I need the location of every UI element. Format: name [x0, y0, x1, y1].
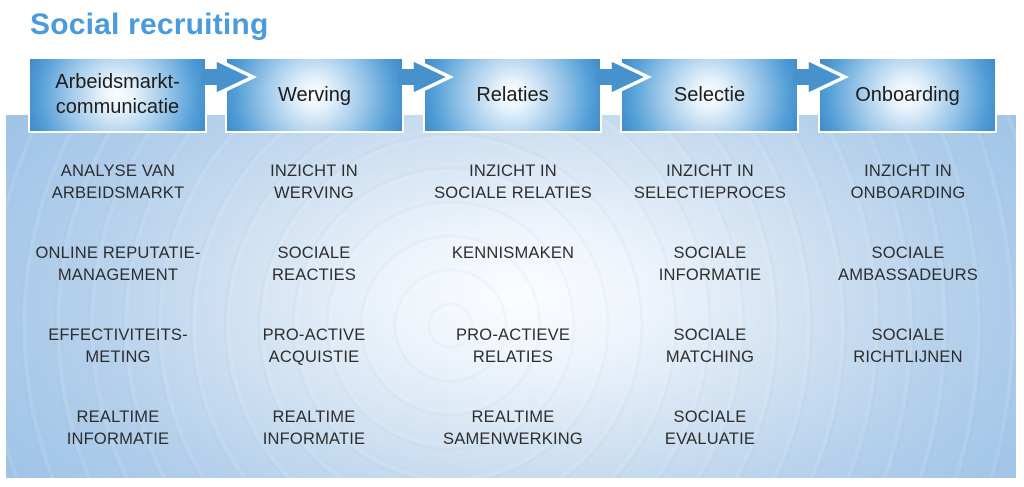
flow-arrow-icon [201, 57, 257, 97]
list-item: REALTIME INFORMATIE [66, 408, 170, 448]
list-item: PRO-ACTIVE ACQUISTIE [262, 326, 366, 366]
list-item: INZICHT IN SOCIALE RELATIES [434, 162, 592, 202]
list-item: ANALYSE VAN ARBEIDSMARKT [51, 162, 185, 202]
stage-column-arbeidsmarktcommunicatie: ANALYSE VAN ARBEIDSMARKT ONLINE REPUTATI… [13, 158, 223, 486]
list-item: REALTIME SAMENWERKING [443, 408, 583, 448]
list-item: KENNISMAKEN [451, 244, 575, 262]
list-item: INZICHT IN ONBOARDING [850, 162, 966, 202]
list-item: SOCIALE REACTIES [271, 244, 357, 284]
stage-box-selectie: Selectie [620, 57, 799, 133]
stage-box-werving: Werving [225, 57, 404, 133]
stage-column-selectie: INZICHT IN SELECTIEPROCES SOCIALE INFORM… [605, 158, 815, 486]
list-item: PRO-ACTIEVE RELATIES [455, 326, 571, 366]
stage-box-onboarding: Onboarding [818, 57, 997, 133]
list-item: INZICHT IN SELECTIEPROCES [633, 162, 787, 202]
list-item: INZICHT IN WERVING [270, 162, 358, 202]
stage-column-onboarding: INZICHT IN ONBOARDING SOCIALE AMBASSADEU… [803, 158, 1013, 486]
list-item: SOCIALE RICHTLIJNEN [853, 326, 963, 366]
list-item: REALTIME INFORMATIE [262, 408, 366, 448]
flow-arrow-icon [398, 57, 454, 97]
stage-label: Arbeidsmarkt- [55, 71, 180, 93]
flow-arrow-icon [596, 57, 652, 97]
stage-column-werving: INZICHT IN WERVING SOCIALE REACTIES PRO-… [209, 158, 419, 486]
stage-label: Relaties [476, 83, 549, 106]
stage-column-relaties: INZICHT IN SOCIALE RELATIES KENNISMAKEN … [408, 158, 618, 486]
stage-box-relaties: Relaties [423, 57, 602, 133]
list-item [803, 404, 1013, 486]
list-item: SOCIALE AMBASSADEURS [838, 244, 978, 284]
list-item: EFFECTIVITEITS- METING [48, 326, 188, 366]
list-item: SOCIALE EVALUATIE [664, 408, 756, 448]
list-item: SOCIALE MATCHING [665, 326, 755, 366]
flow-arrow-icon [793, 57, 849, 97]
detail-panel [6, 115, 1016, 478]
stage-label: communicatie [55, 96, 180, 118]
stage-label: Onboarding [855, 83, 960, 106]
stage-label: Selectie [673, 83, 746, 106]
stage-box-arbeidsmarktcommunicatie: Arbeidsmarkt- communicatie [28, 57, 207, 133]
list-item: ONLINE REPUTATIE- MANAGEMENT [35, 244, 201, 284]
stage-label: Werving [278, 83, 351, 106]
page-title: Social recruiting [30, 8, 269, 41]
list-item: SOCIALE INFORMATIE [658, 244, 762, 284]
